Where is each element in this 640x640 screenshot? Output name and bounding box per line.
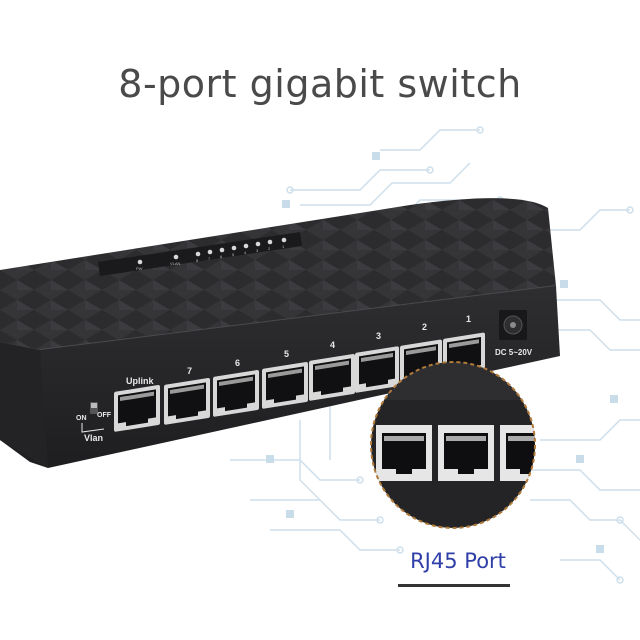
headline: 8-port gigabit switch bbox=[118, 62, 522, 106]
led-label: 1 bbox=[282, 244, 285, 249]
led-label: 7 bbox=[208, 256, 211, 261]
zoomed-port bbox=[438, 425, 494, 481]
rj45-port bbox=[355, 346, 399, 393]
rj45-port bbox=[309, 354, 355, 401]
led-label: 5 bbox=[232, 252, 235, 257]
led-label: 3 bbox=[256, 248, 259, 253]
switch-name-label: Vlan bbox=[84, 433, 103, 443]
led-label: 4 bbox=[244, 250, 247, 255]
led-label: VLAN bbox=[170, 261, 181, 266]
led-label: 8 bbox=[196, 258, 199, 263]
callout-magnifier bbox=[370, 361, 536, 529]
rj45-port bbox=[262, 362, 308, 409]
caption-underline bbox=[398, 584, 510, 587]
dc-power-jack bbox=[499, 310, 527, 340]
port-label: 5 bbox=[284, 349, 289, 359]
port-label: 1 bbox=[466, 314, 471, 324]
switch-off-label: OFF bbox=[97, 412, 112, 419]
port-label: 3 bbox=[376, 331, 381, 341]
rj45-port bbox=[164, 378, 210, 425]
port-labels: Uplink 7 6 5 4 3 2 1 bbox=[126, 314, 471, 386]
port-label: 2 bbox=[422, 322, 427, 332]
led-label: 2 bbox=[268, 246, 271, 251]
led-label: 6 bbox=[220, 254, 223, 259]
led-label: PW bbox=[136, 266, 143, 271]
rj45-port bbox=[213, 370, 259, 417]
led-labels: PW VLAN 8 7 6 5 4 3 2 1 bbox=[136, 244, 285, 271]
zoomed-port bbox=[376, 425, 432, 481]
rj45-port bbox=[114, 385, 160, 432]
network-switch: PW VLAN 8 7 6 5 4 3 2 1 Uplink 7 6 5 4 3… bbox=[0, 198, 560, 468]
switch-top-face bbox=[0, 198, 556, 350]
switch-on-label: ON bbox=[76, 415, 87, 422]
port-label: 6 bbox=[235, 358, 240, 368]
rj45-port-caption: RJ45 Port bbox=[410, 549, 506, 573]
power-label: DC 5~20V bbox=[495, 348, 533, 357]
zoomed-port bbox=[500, 425, 535, 481]
status-leds bbox=[137, 237, 287, 265]
port-label-uplink: Uplink bbox=[126, 376, 154, 386]
port-label: 7 bbox=[187, 366, 192, 376]
circuit-pads bbox=[266, 152, 618, 553]
vlan-switch bbox=[90, 402, 98, 414]
port-label: 4 bbox=[330, 340, 335, 350]
